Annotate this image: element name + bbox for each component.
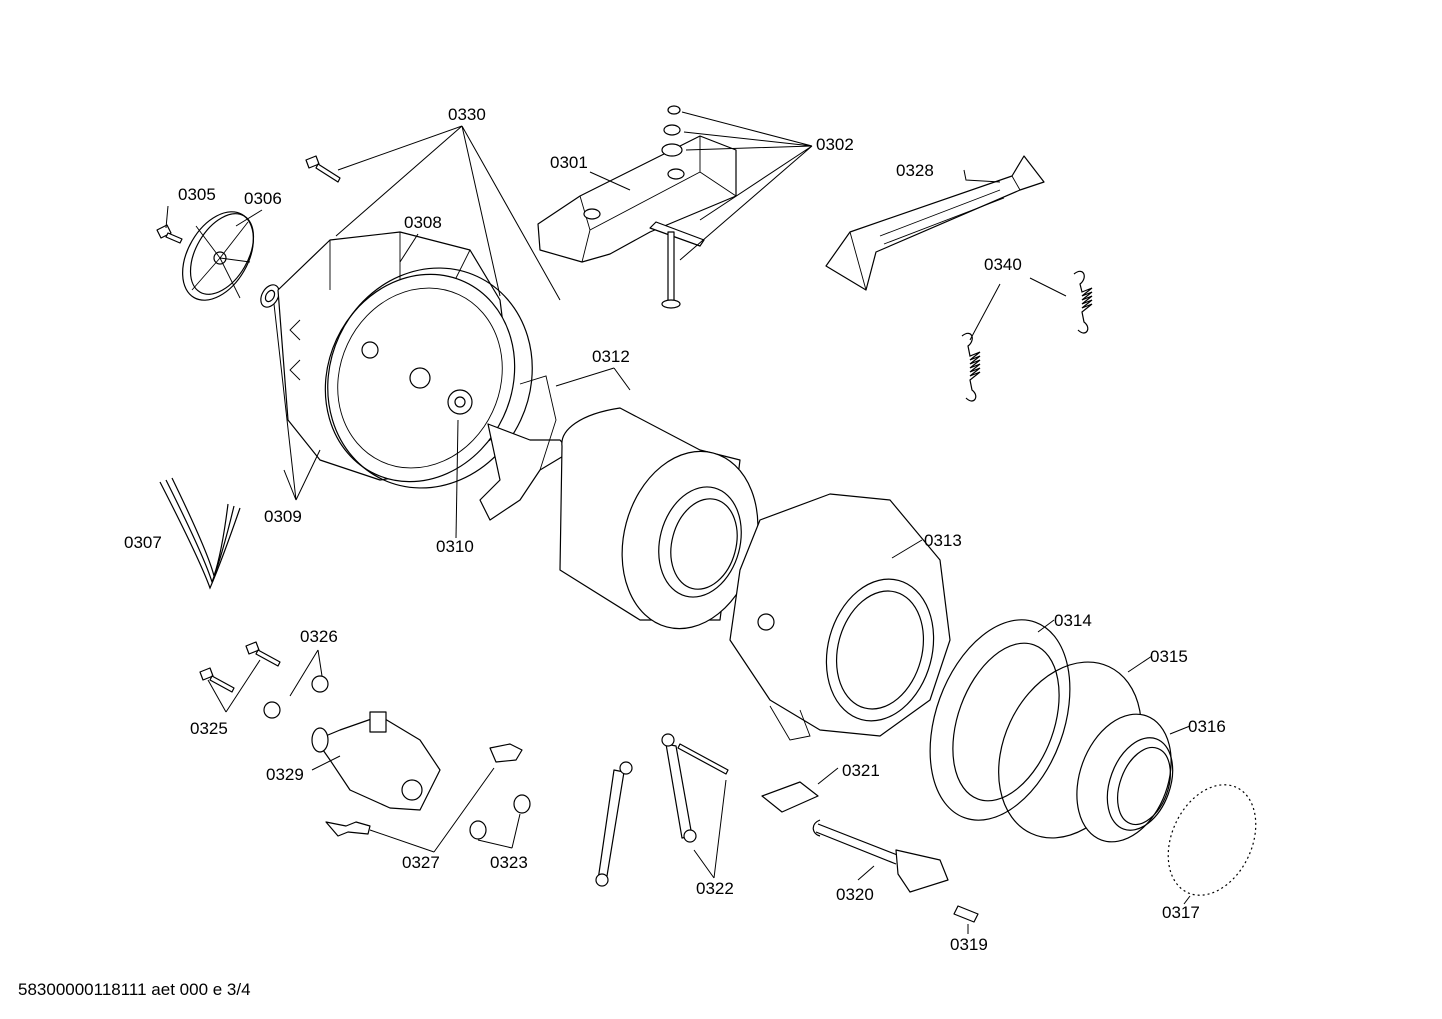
label-0320: 0320 xyxy=(836,885,874,904)
label-0317: 0317 xyxy=(1162,903,1200,922)
part-0326-grommets[interactable] xyxy=(263,675,329,719)
part-0302-hardware[interactable] xyxy=(661,105,683,309)
label-0309: 0309 xyxy=(264,507,302,526)
part-0328-crossbar[interactable] xyxy=(825,155,1045,291)
label-0314: 0314 xyxy=(1054,611,1092,630)
part-0305-screw[interactable] xyxy=(156,224,183,244)
label-0301: 0301 xyxy=(550,153,588,172)
part-0309-bearing[interactable] xyxy=(257,282,283,311)
part-0321-sensor[interactable] xyxy=(761,781,819,813)
part-0320-heater[interactable] xyxy=(812,819,949,893)
label-0321: 0321 xyxy=(842,761,880,780)
part-0301-bracket[interactable] xyxy=(537,135,737,263)
label-0327: 0327 xyxy=(402,853,440,872)
label-0308: 0308 xyxy=(404,213,442,232)
part-labels: 0330 0305 0306 0308 0301 0302 0328 0340 … xyxy=(124,105,1226,954)
label-0312: 0312 xyxy=(592,347,630,366)
label-0325: 0325 xyxy=(190,719,228,738)
part-0340-spring-left[interactable] xyxy=(961,332,981,402)
part-0307-belt[interactable] xyxy=(159,477,241,590)
label-0340: 0340 xyxy=(984,255,1022,274)
part-0340-spring-right[interactable] xyxy=(1073,270,1093,334)
label-0315: 0315 xyxy=(1150,647,1188,666)
label-0316: 0316 xyxy=(1188,717,1226,736)
label-0313: 0313 xyxy=(924,531,962,550)
label-0319: 0319 xyxy=(950,935,988,954)
part-0329-pump[interactable] xyxy=(311,711,441,811)
label-0330: 0330 xyxy=(448,105,486,124)
document-id-footer: 58300000118111 aet 000 e 3/4 xyxy=(18,980,251,999)
label-0307: 0307 xyxy=(124,533,162,552)
part-0306-pulley[interactable] xyxy=(168,199,268,312)
part-0314-door-seal[interactable] xyxy=(904,600,1095,839)
label-0329: 0329 xyxy=(266,765,304,784)
part-0325-screws[interactable] xyxy=(199,641,281,693)
label-0326: 0326 xyxy=(300,627,338,646)
part-0327-clips[interactable] xyxy=(325,743,523,837)
part-0316-front-ring[interactable] xyxy=(1060,701,1188,855)
label-0302: 0302 xyxy=(816,135,854,154)
label-0306: 0306 xyxy=(244,189,282,208)
label-0310: 0310 xyxy=(436,537,474,556)
part-0310-seal-ring[interactable] xyxy=(292,234,568,522)
label-0328: 0328 xyxy=(896,161,934,180)
label-0322: 0322 xyxy=(696,879,734,898)
part-0319-ntc-sensor[interactable] xyxy=(953,905,979,923)
part-0313-front-tub[interactable] xyxy=(729,493,951,741)
part-0323-bushings[interactable] xyxy=(469,794,531,840)
part-0322-shock-absorbers[interactable] xyxy=(595,733,729,887)
part-0312-drum[interactable] xyxy=(479,375,777,644)
label-0305: 0305 xyxy=(178,185,216,204)
part-0330-screw[interactable] xyxy=(305,155,341,183)
part-0308-rear-tub[interactable] xyxy=(277,231,548,513)
part-0317-wire-ring[interactable] xyxy=(1151,771,1273,910)
leader-lines xyxy=(165,111,1191,934)
label-0323: 0323 xyxy=(490,853,528,872)
